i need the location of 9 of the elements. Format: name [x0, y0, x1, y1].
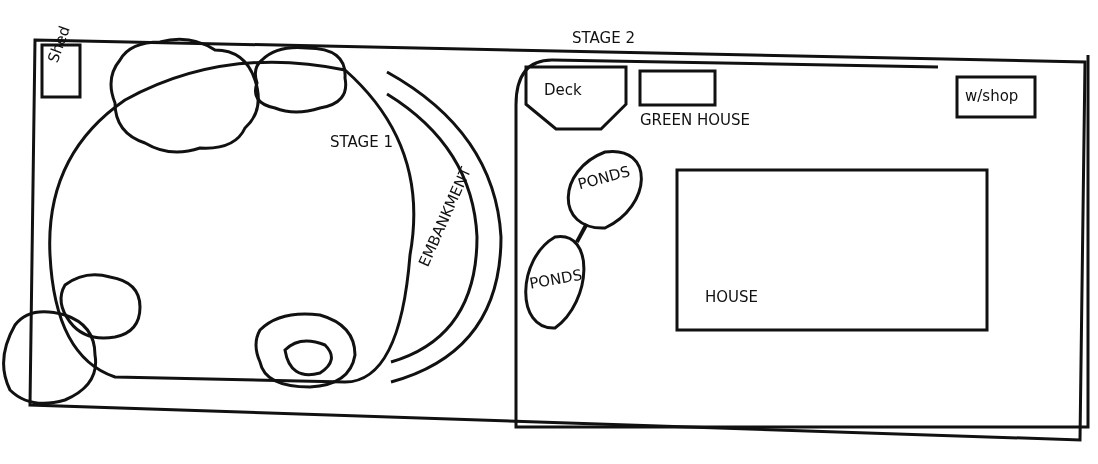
- room-label: w/shop: [965, 87, 1019, 105]
- area-label: STAGE 1: [330, 133, 393, 151]
- area-label: STAGE 2: [572, 29, 635, 47]
- room-label: Deck: [544, 81, 582, 99]
- room-label: GREEN HOUSE: [640, 111, 751, 129]
- room-label: HOUSE: [705, 288, 759, 306]
- room-label: PONDS: [576, 162, 632, 194]
- room-label: PONDS: [528, 265, 584, 293]
- channel-line: [575, 223, 589, 244]
